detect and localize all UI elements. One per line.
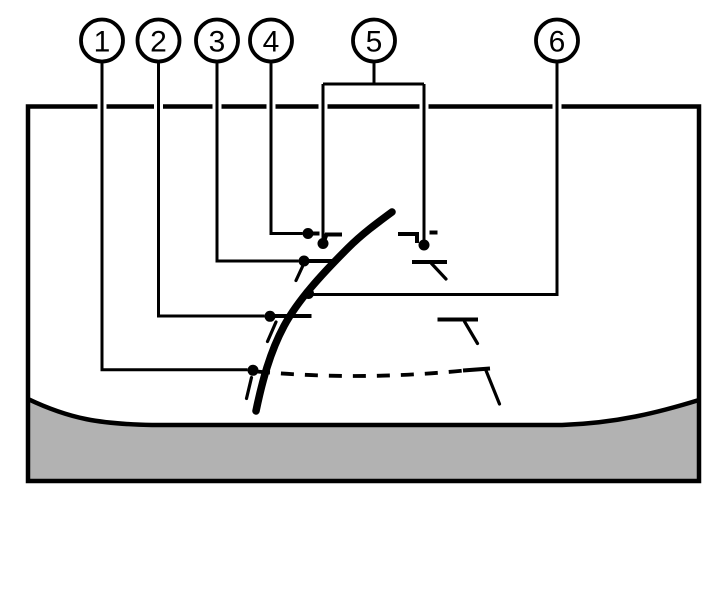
callout-badge-5: 5 — [351, 17, 397, 64]
bumper-fill — [30, 401, 697, 479]
callout-badge-4: 4 — [248, 17, 294, 64]
leader-3 — [215, 62, 310, 267]
vehicle-bumper — [27, 396, 700, 479]
monitor-frame — [25, 104, 702, 484]
callout-5-number: 5 — [366, 25, 383, 58]
leader-2-dot — [264, 310, 276, 322]
callout-badge-3: 3 — [194, 17, 240, 64]
leader-2 — [157, 62, 276, 322]
distance-line-dashed-near — [244, 366, 502, 406]
leader-6 — [303, 62, 559, 299]
leader-5-left-dot — [317, 238, 329, 249]
callout-badge-6: 6 — [534, 17, 580, 64]
leader-4 — [269, 62, 314, 239]
leader-1 — [100, 62, 259, 376]
leader-1-dot — [247, 364, 259, 376]
callout-4-number: 4 — [263, 25, 280, 58]
callout-badge-1: 1 — [79, 17, 125, 64]
callout-badge-2: 2 — [135, 17, 182, 64]
callout-2-number: 2 — [150, 25, 167, 58]
callout-6-number: 6 — [549, 25, 566, 58]
leader-5 — [317, 62, 430, 251]
bumper-edge-line — [27, 396, 700, 428]
callout-leaders — [100, 62, 559, 376]
leader-5-right-dot — [418, 239, 430, 251]
leader-3-dot — [298, 255, 310, 267]
leader-4-dot — [302, 228, 314, 239]
callout-badges: 1 2 3 4 5 6 — [79, 17, 580, 64]
callout-1-number: 1 — [94, 25, 111, 58]
callout-3-number: 3 — [209, 25, 226, 58]
leader-6-dot — [303, 288, 314, 299]
